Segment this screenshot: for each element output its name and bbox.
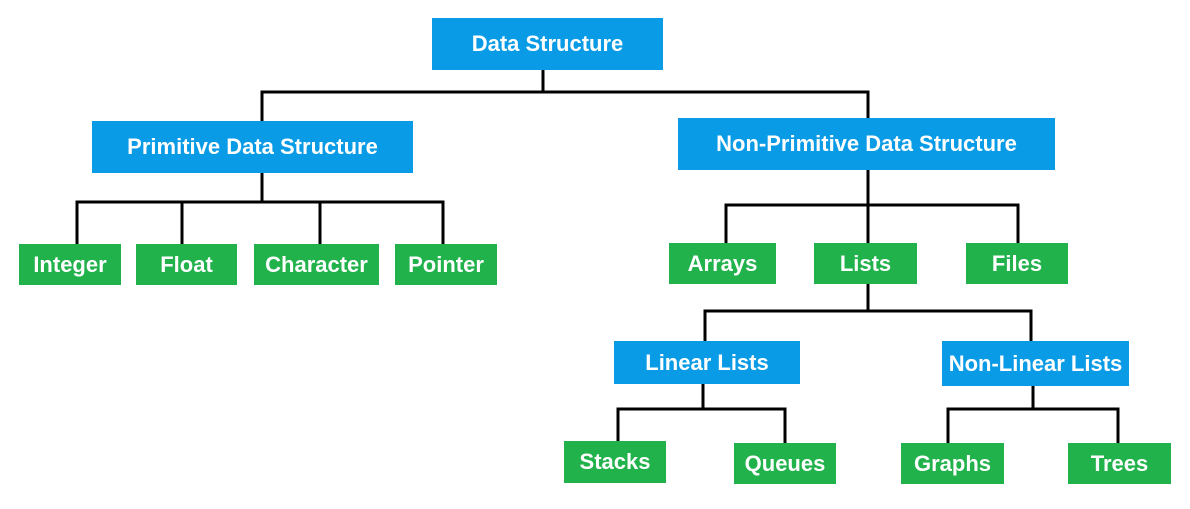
- node-integer: Integer: [19, 244, 121, 285]
- node-float: Float: [136, 244, 237, 285]
- node-linear-lists: Linear Lists: [614, 341, 800, 384]
- node-files: Files: [966, 243, 1068, 284]
- node-non-primitive-data-structure: Non-Primitive Data Structure: [678, 118, 1055, 170]
- connector-lists-bar: [703, 309, 1033, 343]
- node-data-structure: Data Structure: [432, 18, 663, 70]
- node-pointer: Pointer: [395, 244, 497, 285]
- node-queues: Queues: [734, 443, 836, 484]
- connector-primitive-bar: [75, 200, 445, 246]
- node-trees: Trees: [1068, 443, 1171, 484]
- node-primitive-data-structure: Primitive Data Structure: [92, 121, 413, 173]
- node-lists: Lists: [814, 243, 917, 284]
- connector-nonlinear-bar: [946, 407, 1120, 445]
- connector-linear-bar: [616, 407, 787, 445]
- node-arrays: Arrays: [669, 243, 776, 284]
- connector-nonprimitive-bar: [724, 203, 1020, 245]
- node-graphs: Graphs: [901, 443, 1004, 484]
- node-non-linear-lists: Non-Linear Lists: [942, 341, 1129, 386]
- node-stacks: Stacks: [564, 441, 666, 483]
- connector-root-bar: [260, 90, 870, 123]
- node-character: Character: [254, 244, 379, 285]
